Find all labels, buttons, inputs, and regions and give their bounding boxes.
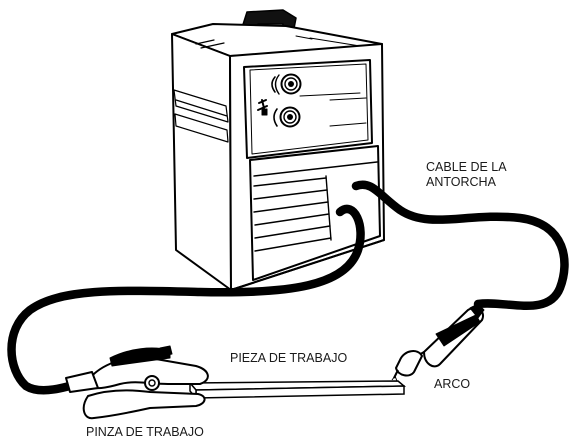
arc-spark-icon (391, 374, 398, 382)
wire-feed-icon (257, 99, 268, 116)
top-detail-lines (295, 35, 361, 47)
torch-cable-label-line2: ANTORCHA (426, 175, 496, 189)
voltage-dial-icon (271, 73, 302, 95)
drive-vents (253, 161, 378, 252)
welder-machine (171, 9, 385, 291)
cabinet-side (171, 33, 232, 291)
work-clamp-cable (7, 204, 365, 395)
work-clamp-label: PINZA DE TRABAJO (86, 425, 204, 439)
wire-speed-dial-icon (273, 106, 301, 128)
side-vents (173, 39, 229, 143)
work-clamp (65, 345, 209, 420)
torch-cable-label-line1: CABLE DE LA (426, 160, 507, 174)
arc-label: ARCO (434, 377, 471, 391)
workpiece-plate (188, 380, 407, 401)
torch-cable-label: CABLE DE LA ANTORCHA (426, 160, 507, 190)
torch-cable (351, 180, 569, 310)
welding-torch (393, 303, 485, 379)
workpiece-label: PIEZA DE TRABAJO (230, 351, 348, 365)
